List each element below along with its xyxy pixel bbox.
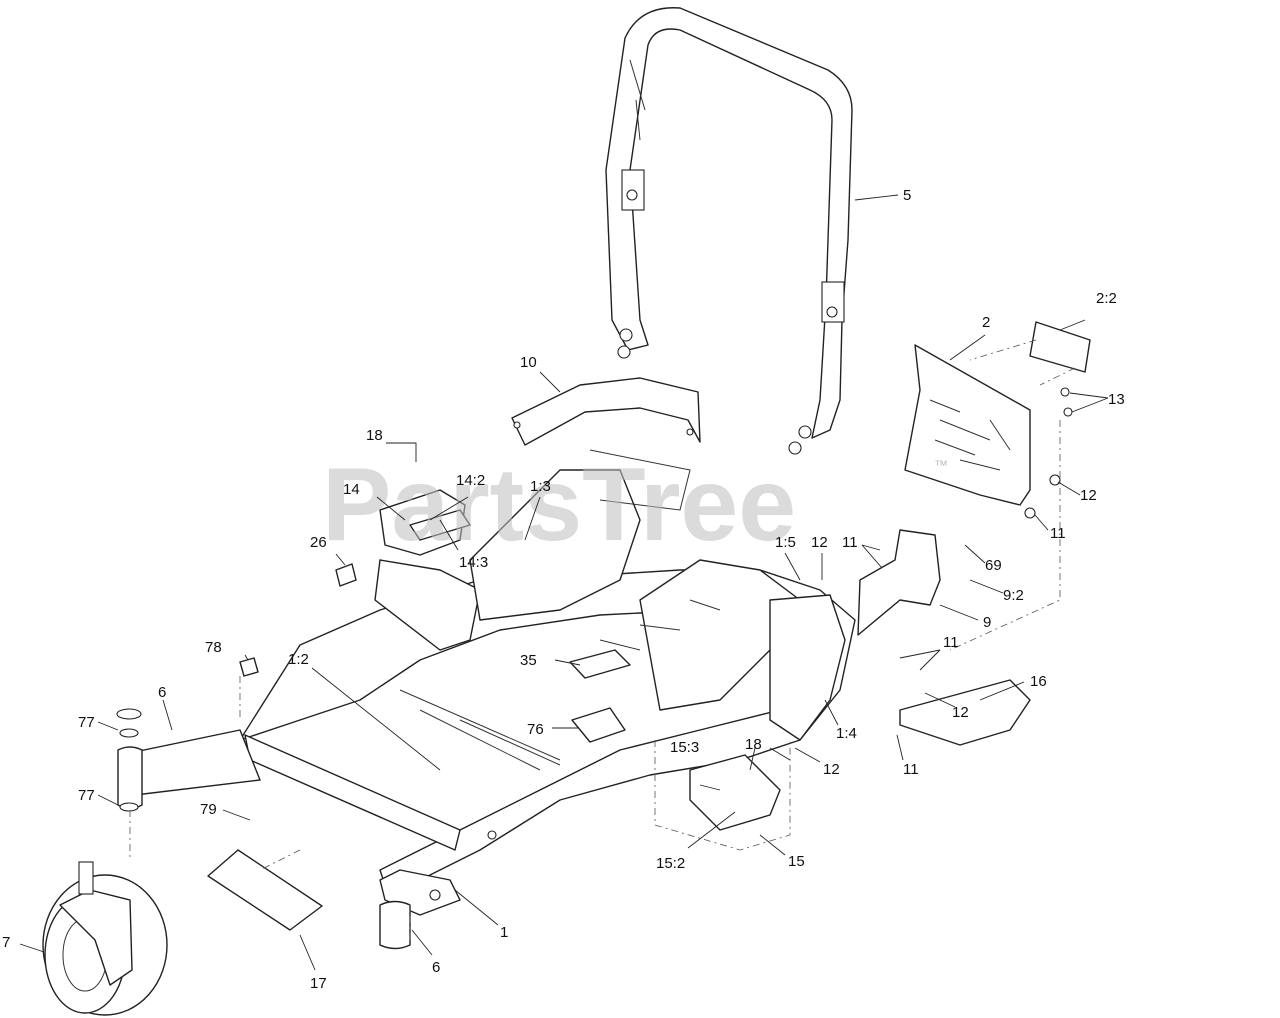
assembly-lines	[129, 339, 1076, 940]
callout-6-top[interactable]: 6	[158, 684, 166, 701]
callout-5[interactable]: 5	[903, 187, 911, 204]
decal-17[interactable]	[207, 849, 323, 931]
part-78[interactable]	[239, 657, 259, 677]
callout-1[interactable]: 1	[500, 924, 508, 941]
decal-26[interactable]	[335, 563, 357, 587]
callout-26[interactable]: 26	[310, 534, 327, 551]
callout-7[interactable]: 7	[2, 934, 10, 951]
callout-77-bottom[interactable]: 77	[78, 787, 95, 804]
callout-11-right[interactable]: 11	[1050, 525, 1066, 542]
watermark: PartsTree ™	[322, 447, 948, 563]
watermark-text: PartsTree	[322, 447, 796, 563]
callout-15-3[interactable]: 15:3	[670, 739, 699, 756]
callout-2[interactable]: 2	[982, 314, 990, 331]
cover-76[interactable]	[571, 707, 626, 743]
callout-18-bottom[interactable]: 18	[745, 736, 762, 753]
roll-bar-bracket[interactable]	[511, 377, 701, 446]
callout-11-mid[interactable]: 11	[842, 534, 858, 551]
callout-12-bottom[interactable]: 12	[823, 761, 840, 778]
callout-1-2[interactable]: 1:2	[288, 651, 309, 668]
callout-18-top[interactable]: 18	[366, 427, 383, 444]
callout-35[interactable]: 35	[520, 652, 537, 669]
shield-15[interactable]	[689, 754, 781, 831]
callout-13[interactable]: 13	[1108, 391, 1125, 408]
callout-76[interactable]: 76	[527, 721, 544, 738]
callout-1-3[interactable]: 1:3	[530, 478, 551, 495]
callout-78[interactable]: 78	[205, 639, 222, 656]
caster-wheel[interactable]	[42, 861, 168, 1016]
callout-10[interactable]: 10	[520, 354, 537, 371]
callout-15[interactable]: 15	[788, 853, 805, 870]
battery-bracket[interactable]	[379, 489, 471, 556]
callout-14-3[interactable]: 14:3	[459, 554, 488, 571]
callout-16[interactable]: 16	[1030, 673, 1047, 690]
callout-1-4[interactable]: 1:4	[836, 725, 857, 742]
callout-9[interactable]: 9	[983, 614, 991, 631]
callout-15-2[interactable]: 15:2	[656, 855, 685, 872]
callout-79[interactable]: 79	[200, 801, 217, 818]
caster-tube-front[interactable]	[379, 900, 411, 950]
callout-6-bottom[interactable]: 6	[432, 959, 440, 976]
caster-pivot-arm[interactable]	[116, 708, 261, 812]
part-35[interactable]	[569, 649, 631, 679]
decal-plate	[1029, 321, 1091, 373]
callout-14[interactable]: 14	[343, 481, 360, 498]
callout-77-top[interactable]: 77	[78, 714, 95, 731]
callouts: 5 2:2 2 13 10 18 14:2 14 14:3 1:3 26 12 …	[2, 187, 1125, 992]
callout-12-right[interactable]: 12	[1080, 487, 1097, 504]
callout-11-bottom[interactable]: 11	[903, 761, 919, 778]
callout-14-2[interactable]: 14:2	[456, 472, 485, 489]
bracket-9[interactable]	[857, 529, 941, 636]
callout-17[interactable]: 17	[310, 975, 327, 992]
callout-12-lower[interactable]: 12	[952, 704, 969, 721]
callout-1-5[interactable]: 1:5	[775, 534, 796, 551]
roll-bar[interactable]	[605, 7, 853, 455]
callout-2-2[interactable]: 2:2	[1096, 290, 1117, 307]
leader-lines	[19, 194, 1109, 971]
rear-hitch-plate[interactable]	[904, 321, 1091, 519]
callout-9-2[interactable]: 9:2	[1003, 587, 1024, 604]
watermark-tm: ™	[934, 457, 948, 473]
callout-69[interactable]: 69	[985, 557, 1002, 574]
callout-11-lower[interactable]: 11	[943, 634, 959, 651]
bracket-16[interactable]	[899, 679, 1031, 746]
callout-12-mid[interactable]: 12	[811, 534, 828, 551]
